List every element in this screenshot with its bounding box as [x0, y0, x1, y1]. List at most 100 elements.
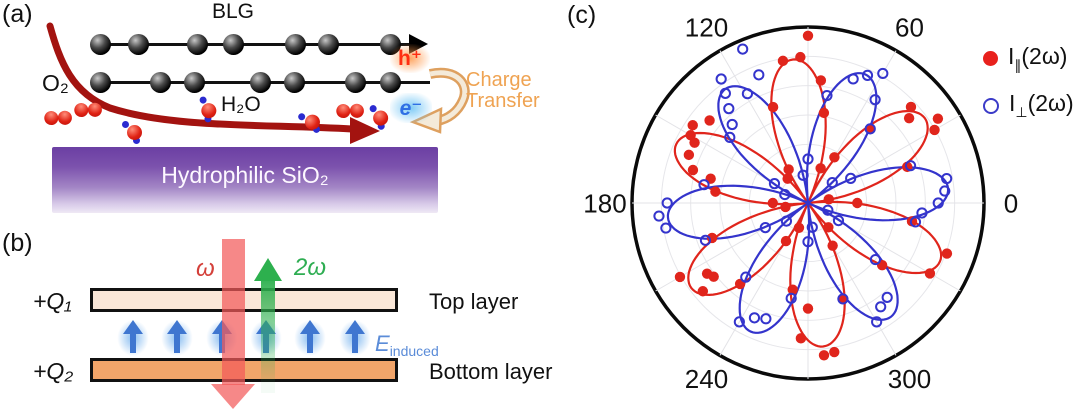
data-point-perpendicular: [869, 94, 881, 106]
data-point-perpendicular: [719, 87, 731, 99]
h2o-molecule: [122, 120, 152, 146]
data-point-parallel: [941, 248, 953, 259]
panel-b-label: (b): [2, 229, 33, 257]
data-point-parallel: [818, 350, 830, 361]
data-point-perpendicular: [748, 312, 761, 324]
data-point-perpendicular: [837, 293, 849, 305]
data-point-perpendicular: [740, 271, 752, 283]
filled-circle-marker-icon: [983, 51, 998, 66]
omega-label: ω: [196, 255, 215, 282]
data-point-parallel: [815, 75, 827, 86]
data-point-parallel: [903, 112, 915, 124]
legend-item-perpendicular: I⊥(2ω): [983, 90, 1074, 121]
data-point-perpendicular: [939, 185, 951, 197]
data-point-parallel: [787, 284, 798, 295]
data-point-parallel: [683, 149, 695, 161]
data-point-parallel: [829, 346, 840, 358]
carbon-atom: [222, 34, 244, 55]
data-point-parallel: [795, 333, 807, 344]
data-point-perpendicular: [733, 316, 745, 328]
data-point-perpendicular: [881, 291, 893, 303]
data-point-parallel: [687, 120, 698, 131]
panel-a-arrows: [46, 22, 470, 144]
data-point-parallel: [929, 124, 940, 136]
data-point-perpendicular: [821, 89, 833, 102]
blg-label: BLG: [212, 0, 255, 23]
e-induced-sub: induced: [389, 343, 439, 359]
carbon-atom: [149, 72, 171, 93]
data-point-perpendicular: [753, 69, 765, 81]
data-point-perpendicular: [737, 43, 749, 55]
data-point-parallel: [704, 115, 715, 126]
data-point-parallel: [780, 201, 791, 213]
data-point-perpendicular: [875, 301, 887, 313]
o2-molecule: [39, 102, 78, 141]
substrate-block: Hydrophilic SiO₂: [52, 147, 438, 213]
data-point-parallel: [837, 293, 849, 305]
h2o-molecule: [297, 106, 333, 139]
panel-a-label: (a): [2, 0, 33, 28]
shg-beam-shaft: [261, 280, 275, 393]
data-point-perpendicular: [822, 204, 834, 216]
carbon-atom: [317, 34, 339, 55]
data-point-perpendicular: [832, 215, 845, 227]
panel-a: (a) BLG O₂ H₂O h⁺ e⁻ Charge Transfer Hyd…: [0, 0, 555, 228]
data-point-parallel: [767, 101, 779, 113]
data-point-perpendicular: [780, 215, 793, 227]
data-point-parallel: [852, 197, 863, 209]
charge-transfer-caption: Charge Transfer: [466, 70, 540, 112]
data-point-perpendicular: [802, 153, 814, 165]
two-omega-label: 2ω: [294, 254, 327, 281]
legend-label-perpendicular: I⊥(2ω): [1009, 90, 1074, 120]
data-point-parallel: [823, 194, 834, 205]
molecules: [0, 0, 555, 228]
angle-tick-label: 300: [888, 364, 931, 394]
carbon-atom: [183, 72, 205, 93]
panel-c-label: (c): [567, 1, 597, 29]
data-point-parallel: [697, 286, 709, 297]
data-point-parallel: [829, 152, 840, 163]
adsorption-arrow-shaft: [46, 22, 356, 133]
data-point-parallel: [777, 55, 789, 67]
data-point-perpendicular: [864, 123, 876, 135]
carbon-atom: [89, 72, 111, 93]
q2-label: +Q₂: [33, 358, 74, 384]
data-point-parallel: [793, 222, 805, 234]
data-point-parallel: [783, 164, 794, 175]
data-point-perpendicular: [932, 197, 944, 209]
legend-label-parallel: I∥(2ω): [1008, 43, 1068, 73]
data-point-perpendicular: [797, 169, 809, 181]
charge-transfer-line1: Charge: [466, 69, 532, 91]
data-point-perpendicular: [847, 73, 859, 85]
angle-tick-label: 180: [583, 188, 626, 218]
angle-tick-label: 0: [1004, 188, 1018, 218]
data-point-perpendicular: [661, 197, 673, 209]
carbon-atom: [379, 72, 401, 93]
legend-item-parallel: I∥(2ω): [983, 43, 1067, 74]
data-point-parallel: [818, 107, 830, 119]
angle-tick-label: 240: [685, 364, 728, 394]
data-point-parallel: [674, 271, 686, 283]
charge-transfer-arrow-fill: [429, 70, 468, 124]
data-point-parallel: [865, 123, 876, 135]
data-point-perpendicular: [869, 253, 882, 266]
e-induced-base: E: [375, 331, 390, 356]
data-point-perpendicular: [779, 188, 791, 201]
data-point-perpendicular: [759, 222, 771, 234]
data-point-parallel: [802, 30, 814, 41]
data-point-parallel: [708, 271, 719, 282]
data-point-perpendicular: [806, 221, 818, 233]
data-point-perpendicular: [845, 172, 857, 184]
data-point-perpendicular: [904, 160, 917, 172]
data-point-parallel: [823, 222, 834, 233]
data-point-perpendicular: [653, 210, 665, 222]
bottom-layer-label: Bottom layer: [429, 359, 553, 384]
pump-beam-shaft: [222, 239, 245, 385]
graphene-top-bond: [93, 43, 420, 46]
data-point-perpendicular: [826, 177, 838, 189]
data-point-perpendicular: [941, 172, 953, 185]
data-point-parallel: [710, 186, 721, 197]
data-point-parallel: [924, 268, 936, 279]
